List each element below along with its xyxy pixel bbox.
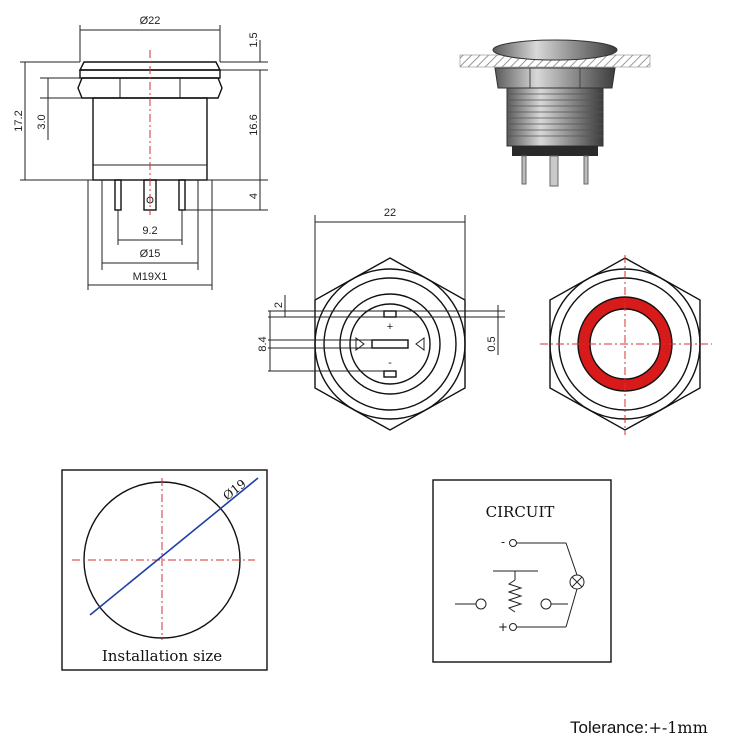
circuit-plus: + xyxy=(498,620,508,634)
spring-icon xyxy=(507,579,523,613)
dim-pin-spacing: 9.2 xyxy=(142,225,157,237)
installation-label: Installation size xyxy=(102,647,222,665)
polarity-plus: + xyxy=(387,321,393,333)
pin-left xyxy=(114,179,122,211)
dim-thread: M19X1 xyxy=(133,271,168,283)
circuit-title: CIRCUIT xyxy=(486,503,555,521)
circuit-panel: CIRCUIT - + xyxy=(432,479,612,663)
dim-body-height: 16.6 xyxy=(248,114,260,135)
tolerance-note: Tolerance:+-1mm xyxy=(570,718,708,738)
dim-bezel-height: 3.0 xyxy=(36,114,48,129)
front-pin-center xyxy=(371,339,409,349)
dim-top-diameter: Ø22 xyxy=(140,15,161,27)
dim-pin-length: 4 xyxy=(248,193,260,199)
diameter-line xyxy=(89,477,259,616)
polarity-minus: - xyxy=(388,357,392,369)
front-pin-bottom xyxy=(383,370,397,378)
hex-nut xyxy=(77,77,223,99)
dim-total-height: 17.2 xyxy=(13,110,25,131)
dim-front-pin-width: 0.5 xyxy=(486,336,498,351)
front-pin-top xyxy=(383,310,397,318)
dim-front-width: 22 xyxy=(384,207,396,219)
hex-outline xyxy=(314,257,466,431)
dim-front-pin-gap: 2 xyxy=(273,302,285,308)
dim-body-diameter: Ø15 xyxy=(140,248,161,260)
tolerance-value: +-1mm xyxy=(648,718,708,737)
installation-frame xyxy=(61,469,268,671)
dim-front-height: 8.4 xyxy=(257,336,269,351)
product-render xyxy=(459,39,651,187)
side-view: Ø22 1.5 16.6 4 17.2 3.0 9.2 Ø1 xyxy=(13,15,268,290)
dim-top-height: 1.5 xyxy=(248,32,260,47)
circuit-minus: - xyxy=(501,535,505,549)
installation-panel: Ø19 Installation size xyxy=(61,469,268,671)
installation-diameter: Ø19 xyxy=(220,477,248,503)
front-view: + - 22 2 8.4 0.5 xyxy=(257,207,505,431)
pin-right xyxy=(178,179,186,211)
contact-right xyxy=(540,598,552,610)
tolerance-label: Tolerance: xyxy=(570,718,649,737)
contact-left xyxy=(475,598,487,610)
lit-view xyxy=(540,255,712,435)
circuit-frame xyxy=(432,479,612,663)
